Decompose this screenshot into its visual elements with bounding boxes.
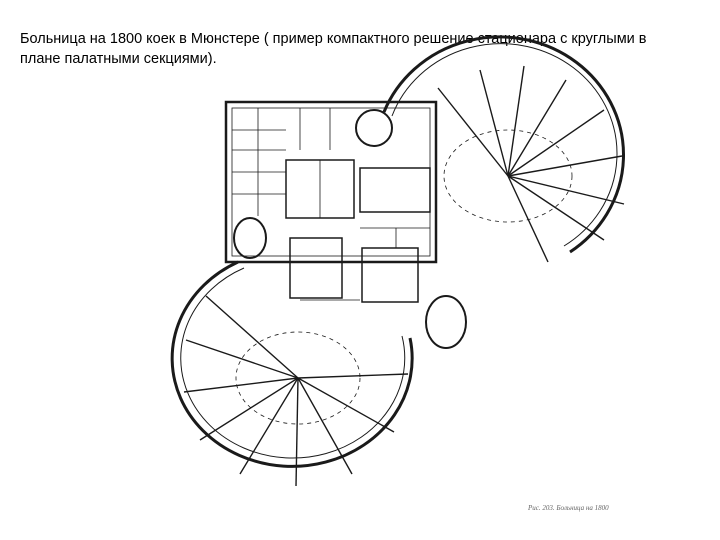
stair-tower-left [233,217,267,259]
upper-round-wall [382,35,626,254]
lower-round-wall [170,260,414,468]
slide-title: Больница на 1800 коек в Мюнстере ( приме… [20,31,647,67]
central-block [224,100,438,264]
stair-tower-top [355,109,393,147]
stair-tower-right [425,295,467,349]
figure-caption: Рис. 203. Больница на 1800 [528,504,609,512]
